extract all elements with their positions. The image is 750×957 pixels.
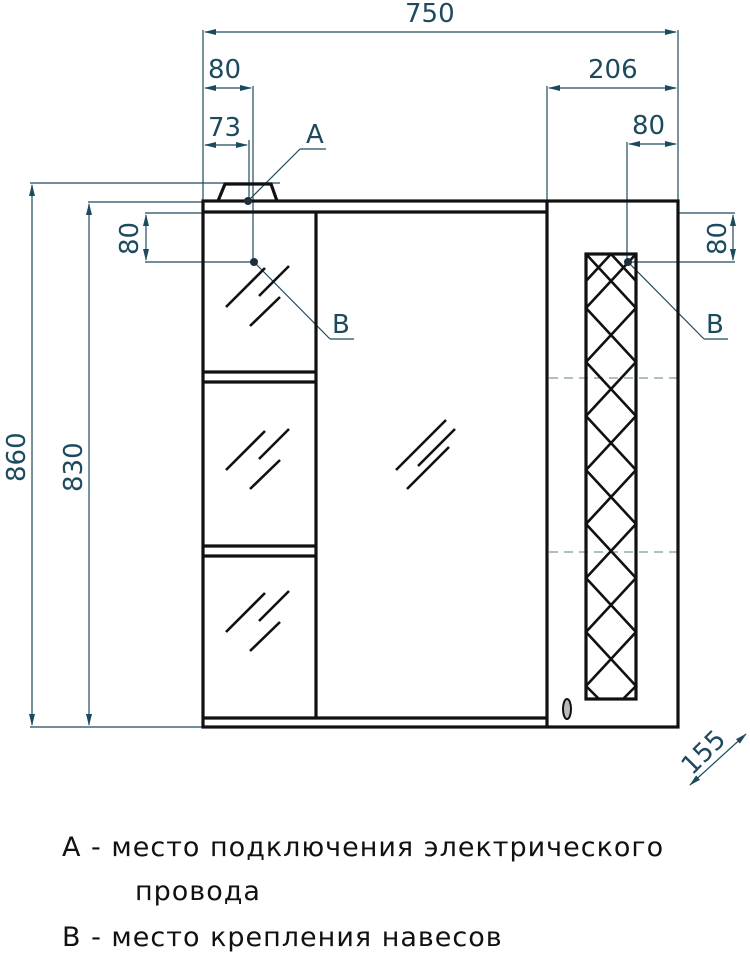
point-a [244, 197, 252, 205]
marker-b-right: B [706, 310, 724, 340]
marker-a: A [306, 120, 324, 150]
mirror-glare-marks [225, 265, 456, 652]
dim-right-hanger-drop: 80 [703, 222, 733, 255]
marker-b-left: B [332, 310, 350, 340]
point-b-left [250, 258, 258, 266]
cabinet-outline [201, 182, 680, 729]
dim-overall-width: 750 [405, 0, 455, 29]
dim-right-cabinet-width: 206 [588, 55, 638, 85]
dim-left-offset-inner: 73 [208, 113, 241, 143]
legend-line-b: B - место крепления навесов [62, 922, 503, 953]
door-handle [562, 698, 572, 720]
dim-left-offset-outer: 80 [208, 55, 241, 85]
legend-line-a: A - место подключения электрического [62, 832, 665, 863]
legend-line-a-cont: провода [135, 876, 261, 907]
lattice-pattern [584, 253, 638, 700]
dim-overall-height: 860 [2, 432, 32, 482]
dim-right-hanger-offset: 80 [632, 111, 665, 141]
point-b-right [624, 258, 632, 266]
dimension-lines [29, 29, 747, 786]
dim-body-height: 830 [59, 442, 89, 492]
dim-depth: 155 [676, 725, 732, 781]
dim-left-hanger-drop: 80 [115, 222, 145, 255]
hinge-markers [549, 377, 678, 553]
